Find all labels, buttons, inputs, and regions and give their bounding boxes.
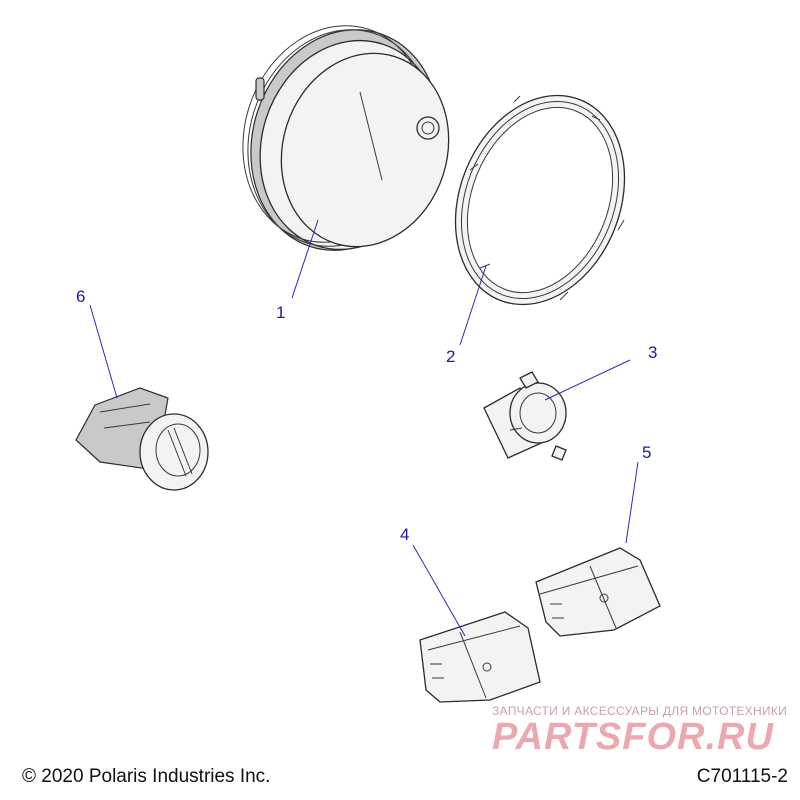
drawing-number: C701115-2 [696, 766, 788, 787]
part-5-connector [535, 547, 661, 637]
callout-6: 6 [76, 287, 85, 306]
callout-3: 3 [648, 343, 657, 362]
callout-5: 5 [642, 443, 651, 462]
part-2-trim-ring [454, 94, 626, 306]
part-6-switch [75, 387, 209, 491]
watermark-tagline: ЗАПЧАСТИ И АКСЕССУАРЫ ДЛЯ МОТОТЕХНИКИ [492, 704, 788, 718]
leader-line-2 [459, 265, 487, 346]
callout-4: 4 [400, 525, 409, 544]
leader-line-4 [412, 544, 466, 637]
leader-line-3 [544, 359, 631, 401]
part-4-connector [419, 611, 541, 703]
watermark-brand: PARTSFOR.RU [492, 716, 774, 758]
part-3-bulb [483, 371, 567, 461]
leader-line-5 [625, 461, 639, 544]
leader-line-1 [291, 219, 319, 299]
part-1-headlight-housing [242, 25, 450, 251]
callout-1: 1 [276, 303, 285, 322]
callout-2: 2 [446, 347, 455, 366]
copyright-text: © 2020 Polaris Industries Inc. [22, 766, 271, 787]
leader-line-6 [89, 304, 118, 399]
